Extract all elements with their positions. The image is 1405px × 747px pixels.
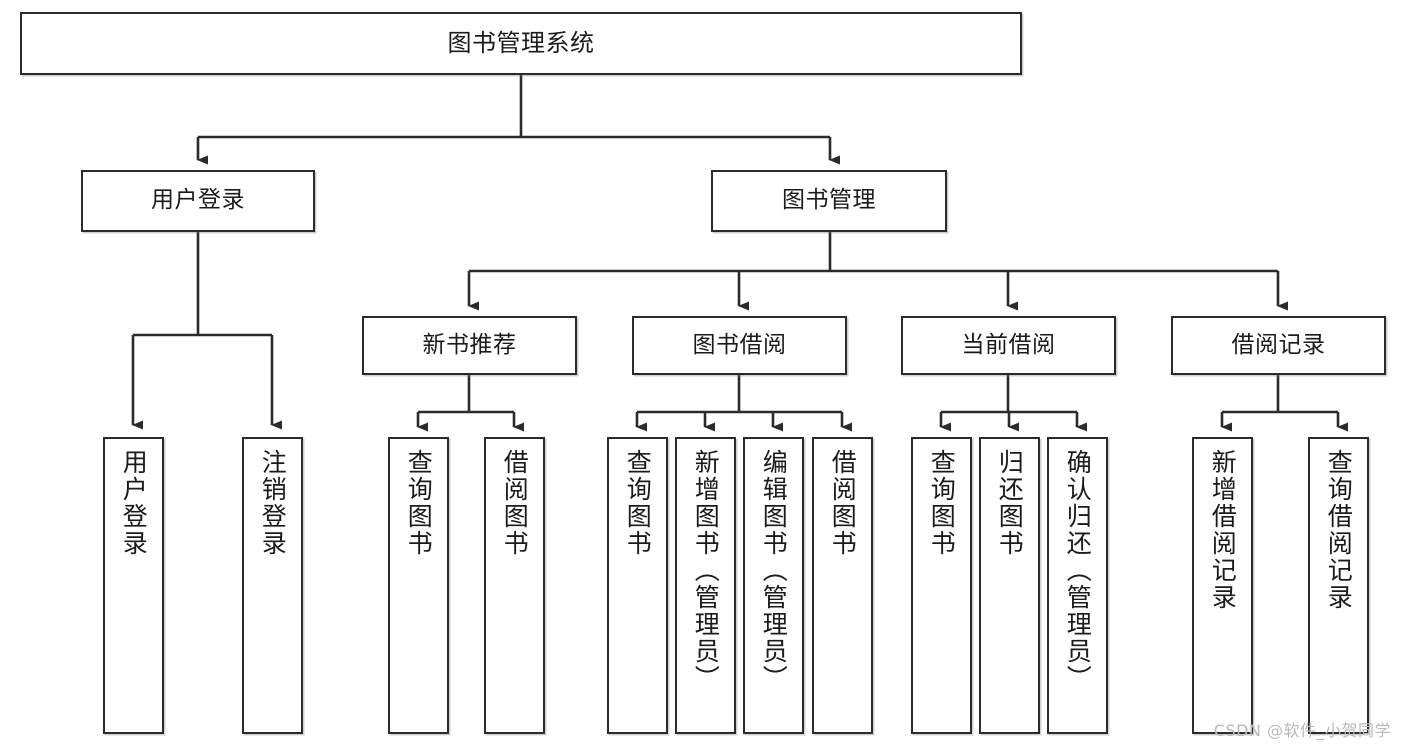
node-current-borrow[interactable]: 当前借阅: [901, 316, 1116, 375]
node-label: 图书借阅: [692, 331, 787, 358]
node-leaf-query-book-borrow[interactable]: 查询图书: [607, 437, 668, 734]
node-new-book-recommend[interactable]: 新书推荐: [362, 316, 577, 375]
watermark-text: CSDN @软件_小贺同学: [1213, 721, 1391, 740]
node-user-login[interactable]: 用户登录: [81, 170, 315, 232]
node-label: 新增图书（管理员）: [691, 449, 721, 692]
node-label: 新书推荐: [422, 331, 517, 358]
node-leaf-query-book-current[interactable]: 查询图书: [911, 437, 972, 734]
node-leaf-query-book-newbook[interactable]: 查询图书: [388, 437, 449, 734]
node-label: 查询图书: [927, 449, 957, 557]
node-label: 借阅记录: [1231, 331, 1326, 358]
node-label: 编辑图书（管理员）: [759, 449, 789, 692]
node-book-management[interactable]: 图书管理: [711, 170, 947, 232]
node-leaf-borrow-book[interactable]: 借阅图书: [812, 437, 873, 734]
node-label: 用户登录: [119, 449, 149, 557]
node-label: 用户登录: [151, 187, 245, 214]
node-label: 图书管理系统: [447, 29, 595, 58]
node-label: 当前借阅: [961, 331, 1056, 358]
node-label: 注销登录: [258, 449, 288, 557]
node-label: 图书管理: [782, 187, 876, 214]
node-leaf-query-borrow-record[interactable]: 查询借阅记录: [1308, 437, 1369, 734]
node-leaf-add-borrow-record[interactable]: 新增借阅记录: [1192, 437, 1253, 734]
node-leaf-user-login[interactable]: 用户登录: [103, 437, 164, 734]
node-label: 确认归还（管理员）: [1063, 449, 1093, 692]
node-label: 借阅图书: [828, 449, 858, 557]
node-leaf-confirm-return-admin[interactable]: 确认归还（管理员）: [1047, 437, 1108, 734]
node-leaf-borrow-book-newbook[interactable]: 借阅图书: [484, 437, 545, 734]
node-root-book-management-system[interactable]: 图书管理系统: [20, 12, 1022, 75]
node-label: 查询借阅记录: [1324, 449, 1354, 611]
node-label: 查询图书: [623, 449, 653, 557]
node-borrow-record[interactable]: 借阅记录: [1171, 316, 1386, 375]
node-leaf-add-book-admin[interactable]: 新增图书（管理员）: [675, 437, 736, 734]
node-book-borrow[interactable]: 图书借阅: [632, 316, 847, 375]
node-leaf-edit-book-admin[interactable]: 编辑图书（管理员）: [743, 437, 804, 734]
node-label: 归还图书: [995, 449, 1025, 557]
node-label: 新增借阅记录: [1208, 449, 1238, 611]
node-label: 借阅图书: [500, 449, 530, 557]
node-leaf-logout[interactable]: 注销登录: [242, 437, 303, 734]
node-leaf-return-book[interactable]: 归还图书: [979, 437, 1040, 734]
node-label: 查询图书: [404, 449, 434, 557]
